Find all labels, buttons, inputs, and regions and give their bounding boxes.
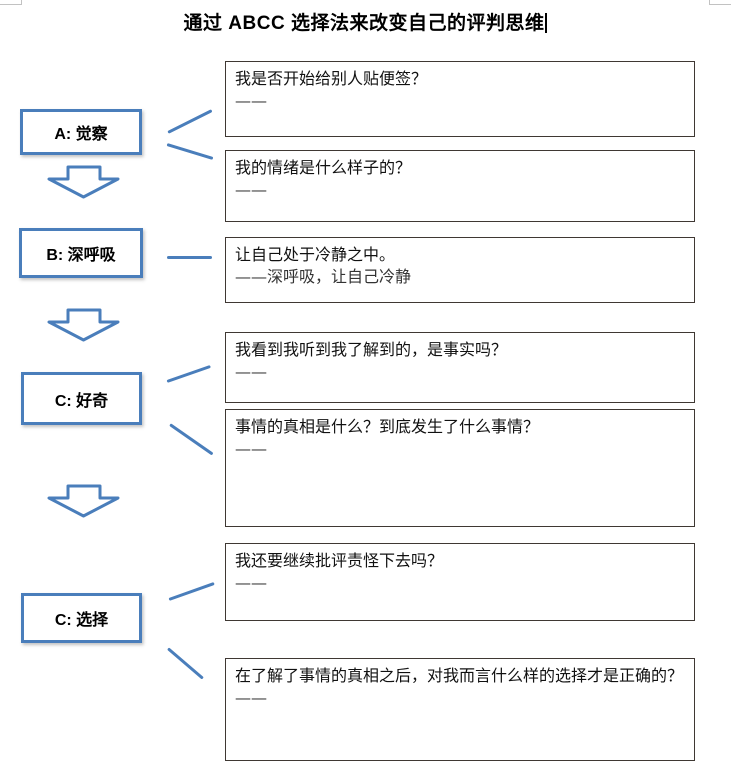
answer-box[interactable]: 在了解了事情的真相之后，对我而言什么样的选择才是正确的？ ——	[225, 658, 695, 761]
step-box-breathe[interactable]: B: 深呼吸	[19, 228, 143, 278]
question-text: 我的情绪是什么样子的？	[235, 158, 412, 177]
step-label: A: 觉察	[54, 126, 108, 143]
connector-line[interactable]	[169, 423, 214, 456]
answer-box[interactable]: 我还要继续批评责怪下去吗？ ——	[225, 543, 695, 621]
answer-line: ——深呼吸，让自己冷静	[235, 267, 412, 287]
answer-box[interactable]: 我是否开始给别人贴便签？ ——	[225, 61, 695, 137]
answer-line: ——	[235, 439, 267, 459]
question-text: 在了解了事情的真相之后，对我而言什么样的选择才是正确的？	[235, 666, 684, 685]
connector-line[interactable]	[168, 581, 215, 601]
connector-line[interactable]	[167, 109, 213, 134]
connector-line[interactable]	[167, 256, 212, 259]
answer-line: ——	[235, 91, 267, 111]
down-arrow-icon[interactable]	[47, 165, 120, 199]
step-box-curiosity[interactable]: C: 好奇	[21, 372, 142, 425]
step-box-choice[interactable]: C: 选择	[21, 593, 142, 643]
answer-line: ——	[235, 362, 267, 382]
answer-line: ——	[235, 573, 267, 593]
page-title[interactable]: 通过 ABCC 选择法来改变自己的评判思维	[0, 8, 731, 35]
question-text: 我看到我听到我了解到的，是事实吗？	[235, 340, 508, 359]
connector-line[interactable]	[167, 647, 204, 680]
step-label: B: 深呼吸	[46, 247, 116, 264]
connector-line[interactable]	[166, 143, 214, 160]
question-text: 我还要继续批评责怪下去吗？	[235, 551, 444, 570]
answer-box[interactable]: 我看到我听到我了解到的，是事实吗？ ——	[225, 332, 695, 403]
down-arrow-icon[interactable]	[47, 308, 120, 342]
question-text: 我是否开始给别人贴便签？	[235, 69, 428, 88]
answer-box[interactable]: 事情的真相是什么？到底发生了什么事情？ ——	[225, 409, 695, 527]
question-text: 让自己处于冷静之中。	[235, 245, 396, 264]
step-label: C: 好奇	[54, 392, 109, 410]
title-text: 通过 ABCC 选择法来改变自己的评判思维	[183, 13, 545, 34]
question-text: 事情的真相是什么？到底发生了什么事情？	[235, 417, 540, 436]
page-corner-mark-right	[709, 0, 731, 5]
answer-box[interactable]: 我的情绪是什么样子的？ ——	[225, 150, 695, 222]
down-arrow-icon[interactable]	[47, 484, 120, 518]
page-corner-mark-left	[0, 0, 22, 5]
text-cursor	[545, 13, 548, 33]
answer-line: ——	[235, 180, 267, 200]
connector-line[interactable]	[166, 364, 211, 383]
step-label: C: 选择	[54, 612, 109, 629]
answer-line: ——	[235, 688, 267, 708]
step-box-awareness[interactable]: A: 觉察	[20, 109, 142, 155]
answer-box[interactable]: 让自己处于冷静之中。 ——深呼吸，让自己冷静	[225, 237, 695, 303]
